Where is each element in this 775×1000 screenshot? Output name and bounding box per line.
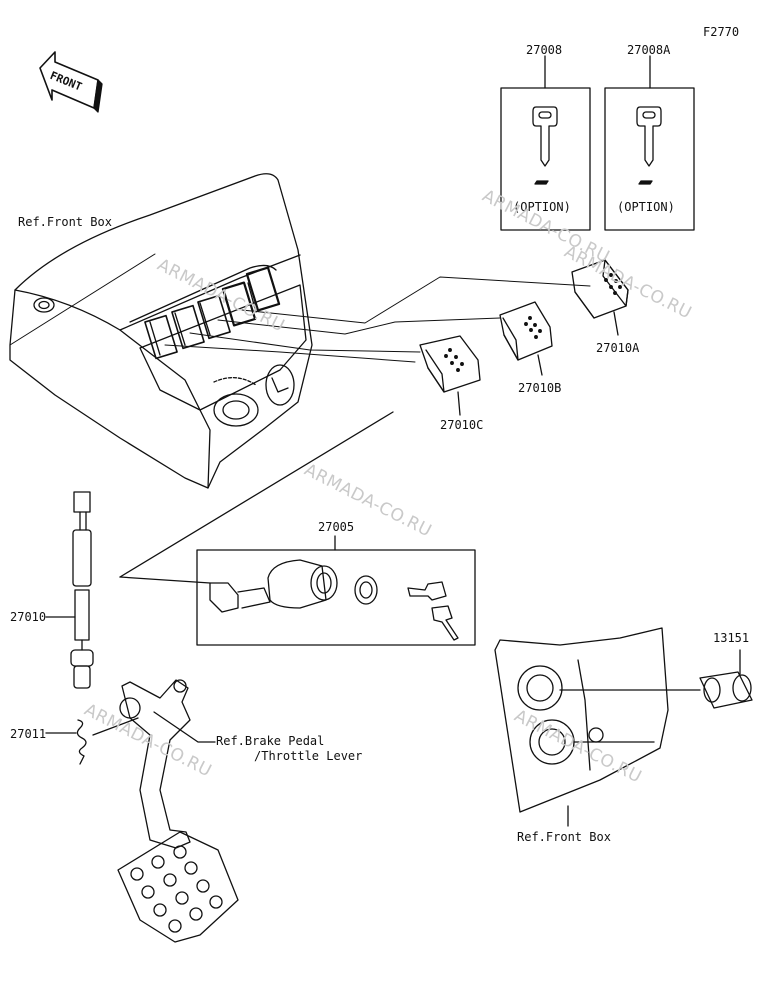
ref-throttle-lever: /Throttle Lever — [254, 749, 363, 763]
part-number-27010a: 27010A — [596, 341, 640, 355]
part-number-27010c: 27010C — [440, 418, 484, 432]
rocker-switch-27010c — [419, 335, 481, 416]
rocker-switch-27010a — [571, 259, 629, 336]
key-option-box-27008a — [604, 55, 695, 231]
ref-front-box-bottom: Ref.Front Box — [517, 830, 611, 844]
ignition-switch-assy-27005 — [119, 411, 476, 646]
ref-brake-pedal: Ref.Brake Pedal — [216, 734, 325, 748]
part-number-13151: 13151 — [713, 631, 750, 645]
front-arrow-icon — [39, 51, 103, 113]
spring-27011 — [45, 719, 87, 765]
part-number-27005: 27005 — [318, 520, 355, 534]
part-number-27011: 27011 — [10, 727, 47, 741]
option-label-27008a: (OPTION) — [617, 200, 675, 214]
rocker-switch-27010b — [499, 301, 553, 376]
part-number-27008a: 27008A — [627, 43, 671, 57]
brake-pedal — [92, 679, 239, 943]
front-box-lower — [494, 627, 701, 827]
front-box-dashboard — [9, 173, 313, 489]
part-number-27010b: 27010B — [518, 381, 562, 395]
key-option-box-27008 — [500, 55, 591, 231]
neutral-switch-27010 — [45, 491, 94, 689]
option-label-27008: (OPTION) — [513, 200, 571, 214]
switch-leader-lines — [9, 253, 591, 363]
diagram-code: F2770 — [703, 25, 740, 39]
power-socket-13151 — [699, 649, 753, 709]
ref-front-box-top: Ref.Front Box — [18, 215, 112, 229]
part-number-27008: 27008 — [526, 43, 563, 57]
part-number-27010: 27010 — [10, 610, 47, 624]
